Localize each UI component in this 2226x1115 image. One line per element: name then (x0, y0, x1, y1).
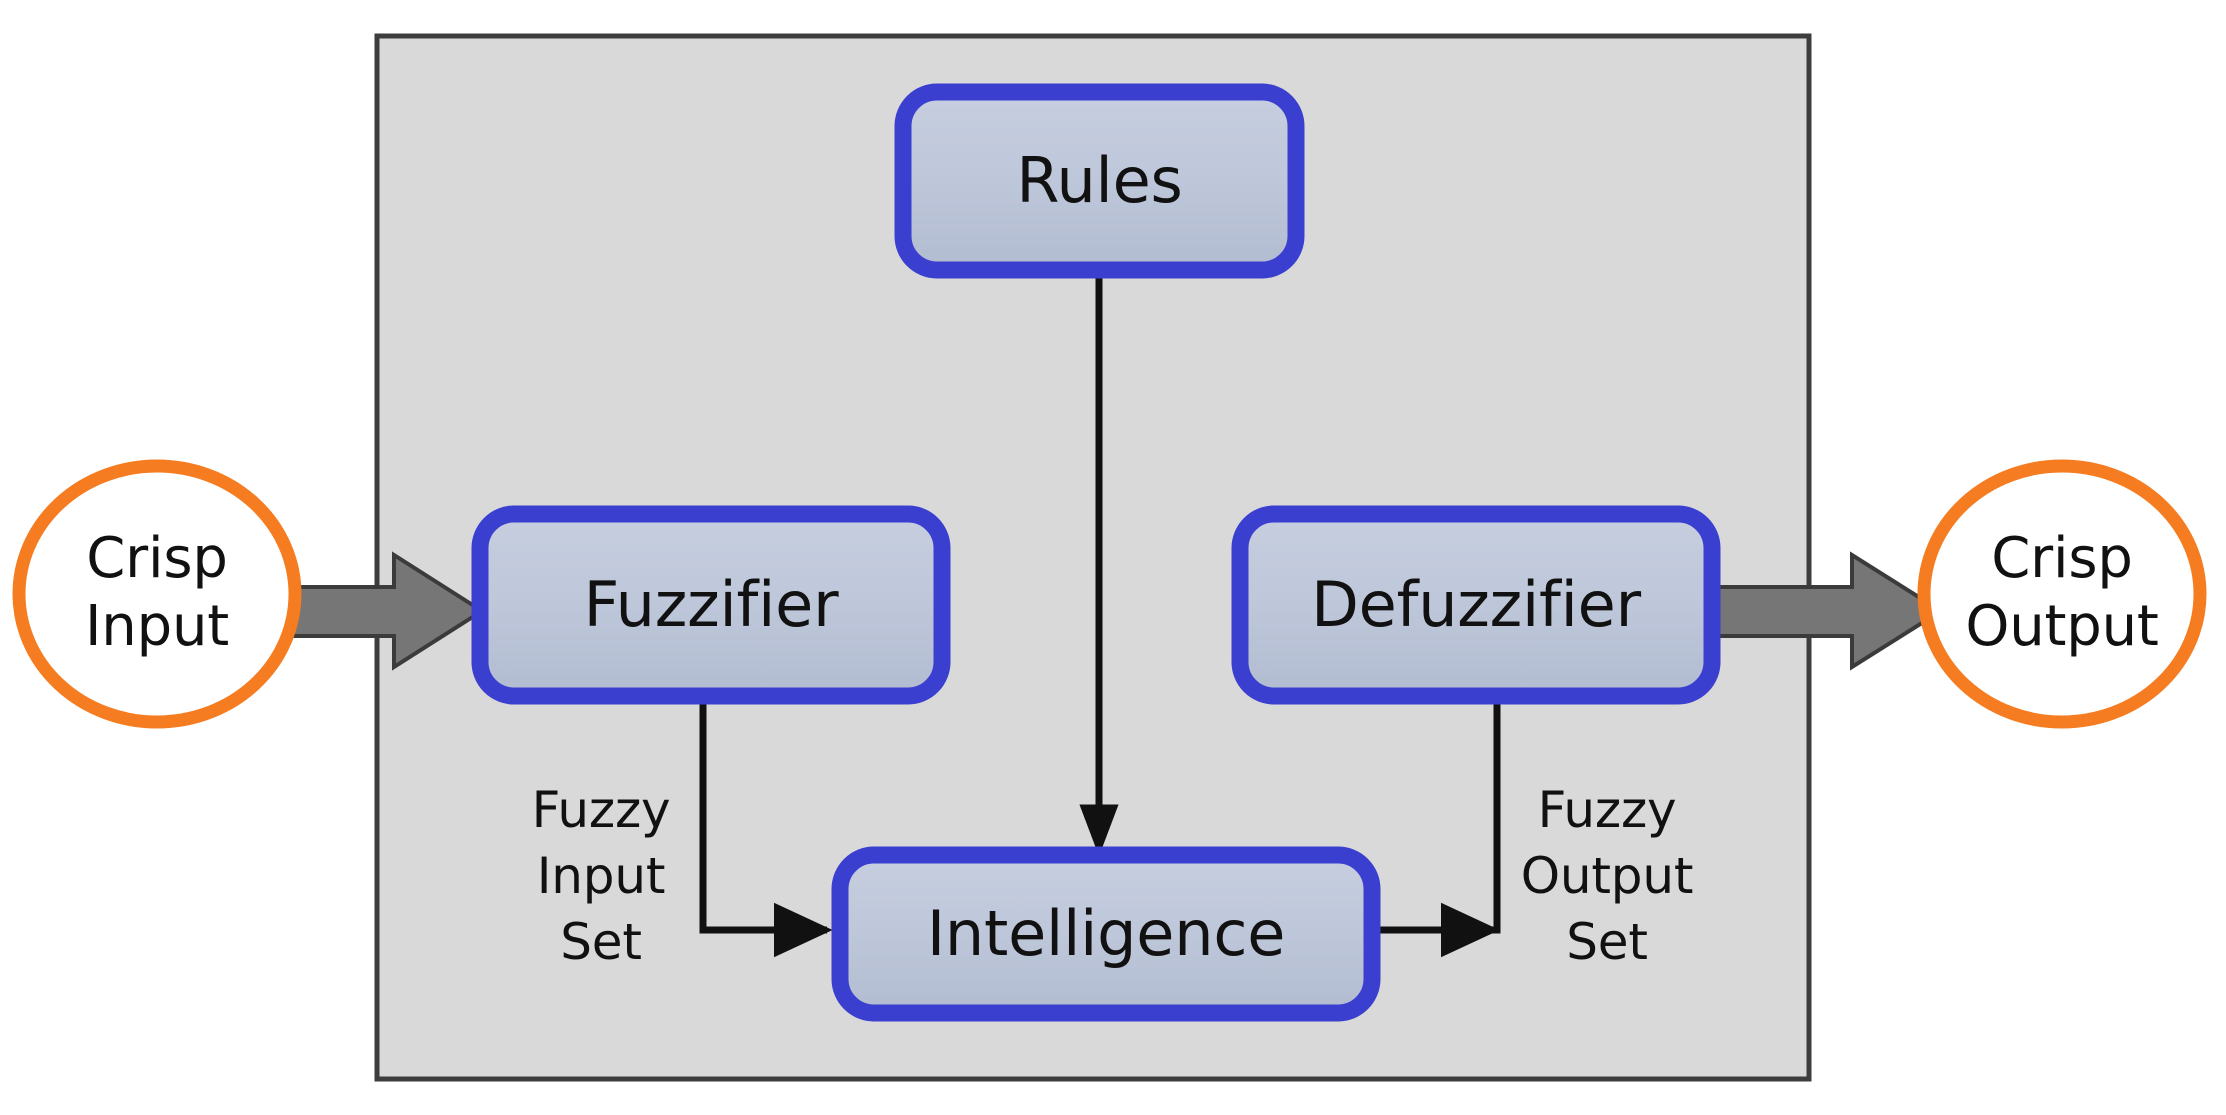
node-crisp-output (1917, 459, 2207, 729)
block-arrow-output-shape (1710, 551, 1945, 671)
node-crisp-input-ellipse (12, 459, 302, 729)
node-intelligence (831, 846, 1381, 1022)
node-intelligence-rect (831, 846, 1381, 1022)
node-fuzzifier-rect (471, 505, 951, 705)
node-crisp-output-ellipse (1917, 459, 2207, 729)
edge-fuzzifier-to-intelligence (699, 696, 833, 958)
node-fuzzifier (471, 505, 951, 705)
node-rules (894, 83, 1305, 279)
node-crisp-input (12, 459, 302, 729)
node-defuzzifier (1231, 505, 1721, 705)
block-arrow-output (1710, 551, 1945, 671)
node-rules-rect (894, 83, 1305, 279)
node-defuzzifier-rect (1231, 505, 1721, 705)
connectors (699, 262, 1501, 958)
